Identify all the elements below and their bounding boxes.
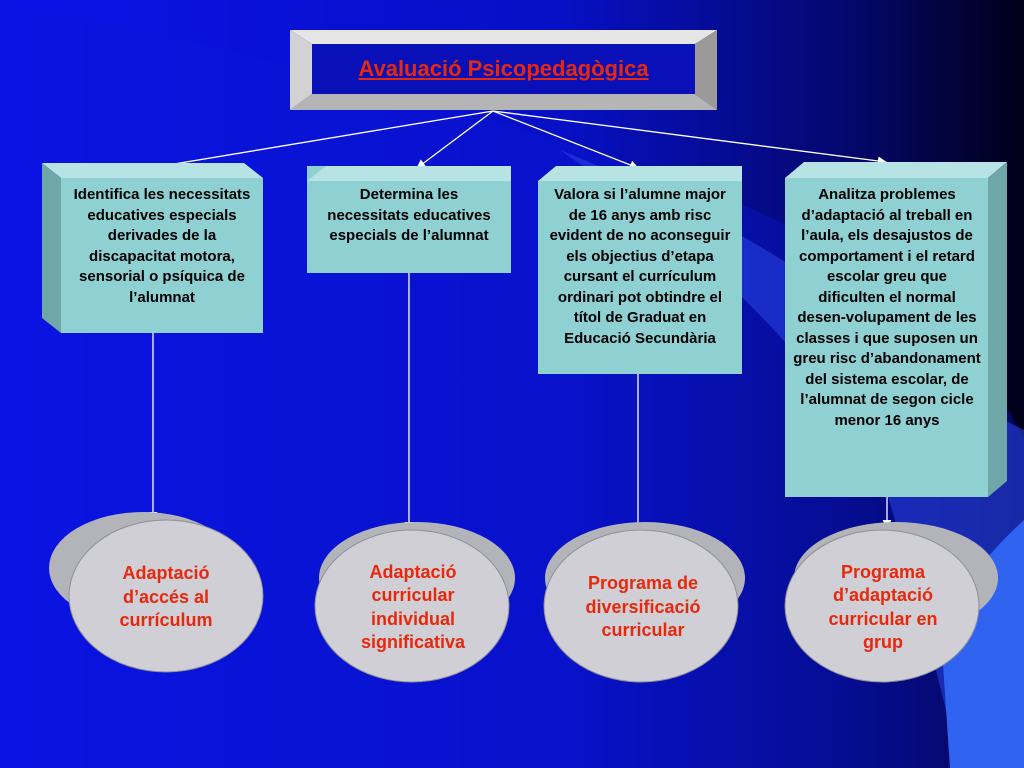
box-3-text: Valora si l’alumne major de 16 anys amb … [549,186,731,347]
oval-3-shape [543,522,745,683]
box-2-shape [307,166,511,273]
oval-1-shape [49,512,264,673]
arrow-title-to-box-2 [416,110,494,169]
box-3-shape [538,166,742,374]
oval-2-shape [314,522,515,683]
arrow-title-to-box-3 [492,110,639,170]
box-4-text: Analitza problemes d’adaptació al trebal… [793,186,981,429]
oval-3-text: Programa de diversificació curricular [585,573,701,641]
title-frame [290,30,717,110]
oval-4-shape [784,522,998,683]
arrow-title-to-box-1 [137,110,494,174]
box-4-shape [785,162,1007,497]
box-2-text: Determina les necessitats educatives esp… [327,186,491,244]
box-1-text: Identifica les necessitats educatives es… [73,186,251,306]
box-1-shape [42,163,263,333]
oval-1-text: Adaptació d’accés al currículum [119,563,213,631]
oval-4-text: Programa d’adaptació curricular en grup [828,561,938,653]
arrow-title-to-box-4 [492,110,887,166]
oval-2-text: Adaptació curricular individual signific… [360,561,466,653]
diagram-title: Avaluació Psicopedagògica [358,56,649,81]
